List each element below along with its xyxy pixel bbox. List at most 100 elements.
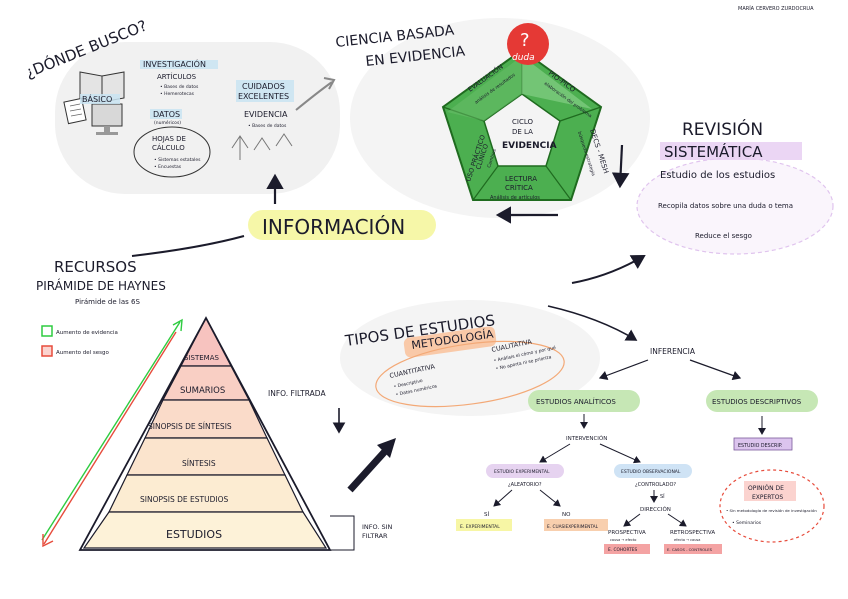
sin-filtrar-bracket — [330, 515, 355, 551]
arrow-up-3 — [275, 133, 293, 147]
document-icon — [63, 97, 87, 125]
arrow-to-inferencia — [547, 305, 638, 341]
experimental-label-2: ¿ALEATORIO? — [508, 482, 542, 488]
level-label-2: SINOPSIS DE SÍNTESIS — [148, 422, 232, 431]
inferencia-label: INFERENCIA — [650, 347, 696, 356]
evidence-arrow-green — [41, 321, 181, 541]
legend-sesgo-label: Aumento del sesgo — [56, 350, 110, 356]
arrow-to-ciencia — [295, 81, 333, 111]
estudio-desc-node — [733, 437, 793, 451]
datos-highlight — [150, 109, 182, 119]
e-casos-node — [664, 544, 722, 554]
metodologia-highlight — [403, 326, 497, 358]
level-label-4: SINOPSIS DE ESTUDIOS — [140, 495, 228, 504]
lectura-label-3: Análisis de artículos — [490, 194, 540, 201]
sin-filtrar-label-1: INFO. SIN — [362, 523, 393, 531]
revision-line2: Reduce el sesgo — [695, 232, 752, 240]
analiticos-node — [528, 390, 640, 412]
pros-sub-label: causa → efecto — [610, 538, 636, 542]
level-label-5: ESTUDIOS — [166, 528, 222, 541]
direccion-label: DIRECCIÓN — [640, 506, 671, 513]
opinion-label-1: OPINIÓN DE — [748, 485, 784, 492]
level-estudios — [82, 511, 328, 549]
descriptivos-node — [706, 390, 818, 412]
legend-sesgo-swatch — [41, 345, 53, 357]
datos-label: DATOS — [153, 110, 180, 119]
articulos-label: ARTÍCULOS — [157, 72, 197, 81]
metodologia-oval — [375, 340, 565, 408]
recursos-title: RECURSOS — [54, 258, 137, 276]
intervencion-label: INTERVENCIÓN — [566, 435, 607, 442]
recursos-section: RECURSOS PIRÁMIDE DE HAYNES Pirámide de … — [36, 258, 396, 551]
ciclo-label-2: DE LA — [512, 128, 533, 136]
pentagon-inner — [483, 93, 561, 167]
revision-section: REVISIÓN SISTEMÁTICA Estudio de los estu… — [636, 118, 834, 255]
opinion-label-2: EXPERTOS — [752, 494, 783, 501]
experimental-node — [486, 464, 564, 478]
sin-filtrar-label-2: FILTRAR — [362, 532, 388, 540]
duda-badge — [507, 23, 549, 65]
sistemas-est-label: • Sistemas estatales — [154, 157, 201, 163]
revision-title-2: SISTEMÁTICA — [664, 142, 763, 161]
lectura-label-1: LECTURA — [505, 175, 537, 183]
ciclo-label-3: EVIDENCIA — [502, 141, 557, 151]
observacional-label-2: ¿CONTROLADO? — [635, 482, 676, 488]
hemerotecas-label: • Hemerotecas — [160, 91, 195, 97]
arrow-up-1 — [231, 135, 249, 160]
investigacion-highlight — [140, 60, 218, 69]
level-sinopsis-estudios — [108, 474, 304, 513]
pyramid-outline — [78, 316, 332, 551]
bases-datos-label: • Bases de datos — [160, 84, 199, 90]
level-sintesis — [126, 437, 286, 476]
revision-title-1: REVISIÓN — [682, 118, 763, 140]
arrow-info-left — [131, 235, 245, 257]
estudio-desc-label: ESTUDIO DESCRIP. — [738, 443, 782, 449]
revision-highlight — [660, 142, 802, 160]
descriptivos-label: ESTUDIOS DESCRIPTIVOS — [712, 398, 802, 406]
legend-evidencia-swatch — [41, 325, 53, 337]
opinion-item-1: • Sin metodología de revisión de investi… — [726, 508, 817, 513]
duda-label: duda — [512, 53, 535, 63]
investigacion-label: INVESTIGACIÓN — [143, 58, 206, 69]
tipos-section: TIPOS DE ESTUDIOS METODOLOGÍA CUANTITATI… — [340, 300, 825, 554]
cuidados-label-1: CUIDADOS — [242, 82, 285, 91]
experimental-label-1: ESTUDIO EXPERIMENTAL — [494, 469, 550, 475]
bias-arrow-red — [43, 331, 177, 545]
retrospectiva-label: RETROSPECTIVA — [670, 530, 715, 536]
e-experimental-node — [456, 519, 512, 531]
opinion-item-2: • Seminarios — [732, 520, 762, 526]
e-cuasi-node — [544, 519, 608, 531]
uso-label-3: Cambios — [486, 148, 498, 169]
observacional-node — [614, 464, 692, 478]
no-label: NO — [562, 512, 571, 518]
filtrada-label: INFO. FILTRADA — [268, 389, 326, 398]
hojas-label-1: HOJAS DE — [152, 135, 186, 143]
opinion-oval — [719, 469, 825, 543]
prospectiva-label: PROSPECTIVA — [608, 530, 646, 536]
author-label: MARÍA CERVERO ZURDOCRUA — [738, 5, 814, 12]
encuestas-label: • Encuestas — [154, 164, 182, 170]
si-label: SÍ — [484, 511, 489, 518]
retro-sub-label: efecto → causa — [674, 538, 700, 542]
e-cohortes-node — [604, 544, 650, 554]
big-arrow — [347, 445, 391, 493]
informacion-node: INFORMACIÓN — [131, 173, 646, 284]
piramide-title: PIRÁMIDE DE HAYNES — [36, 278, 166, 293]
duda-q: ? — [520, 30, 530, 51]
level-label-3: SÍNTESIS — [182, 459, 216, 468]
legend-evidencia-label: Aumento de evidencia — [56, 330, 118, 336]
basico-highlight — [80, 94, 120, 104]
level-sinopsis-sintesis — [144, 399, 268, 439]
hojas-label-2: CÁLCULO — [152, 143, 185, 152]
ciencia-section: CIENCIA BASADA EN EVIDENCIA EVALUACIÓN a… — [335, 18, 650, 224]
revision-sub: Estudio de los estudios — [660, 170, 775, 181]
piramide-sub: Pirámide de las 6S — [75, 298, 140, 306]
tipos-bg — [340, 300, 600, 416]
cuidados-highlight — [236, 80, 294, 102]
arrow-tipos-right — [571, 254, 646, 284]
computer-icon — [91, 103, 123, 135]
numericos-label: (numéricos) — [154, 119, 181, 126]
si-obs-label: SÍ — [660, 493, 665, 500]
observacional-label-1: ESTUDIO OBSERVACIONAL — [621, 469, 681, 475]
